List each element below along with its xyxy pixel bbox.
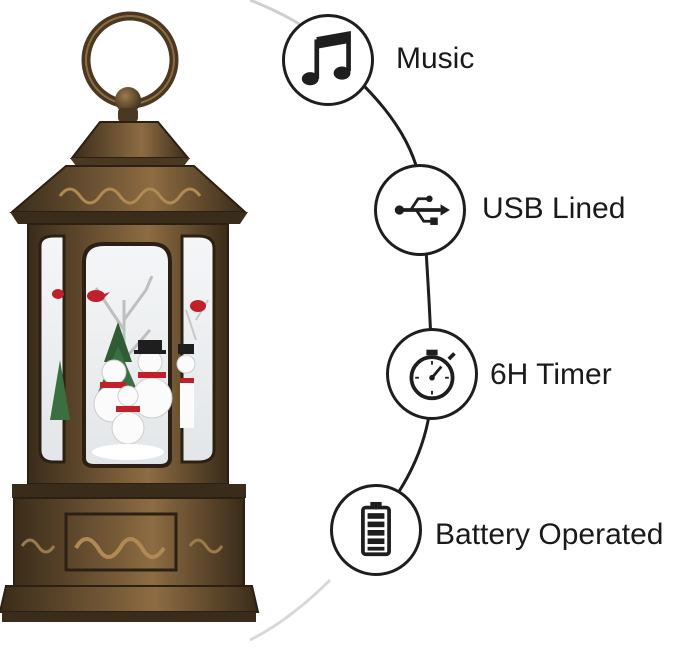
music-note-icon: [301, 31, 351, 86]
battery-icon: [361, 501, 391, 557]
feature-label-battery: Battery Operated: [435, 518, 664, 551]
feature-label-music: Music: [396, 42, 475, 75]
stopwatch-icon: [409, 349, 456, 401]
music-badge: [282, 14, 374, 106]
usb-icon: [394, 195, 450, 225]
feature-label-timer: 6H Timer: [490, 358, 612, 391]
feature-label-usb: USB Lined: [482, 192, 626, 225]
usb-badge: [374, 164, 466, 256]
battery-badge: [330, 484, 422, 576]
timer-badge: [386, 328, 478, 420]
